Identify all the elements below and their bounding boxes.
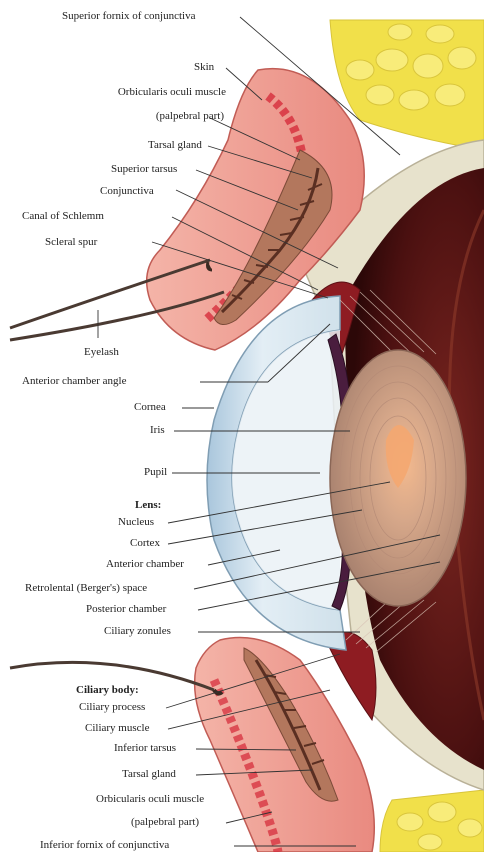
label-lens-heading: Lens: bbox=[135, 499, 161, 512]
label-orbicularis-top-line2: (palpebral part) bbox=[156, 110, 224, 123]
label-superior-fornix: Superior fornix of conjunctiva bbox=[62, 10, 196, 23]
label-tarsal-gland-bottom: Tarsal gland bbox=[122, 768, 176, 781]
label-conjunctiva: Conjunctiva bbox=[100, 185, 154, 198]
label-anterior-chamber-angle: Anterior chamber angle bbox=[22, 375, 126, 388]
label-pupil: Pupil bbox=[144, 466, 167, 479]
label-orbicularis-bottom-line1: Orbicularis oculi muscle bbox=[96, 793, 204, 806]
label-cornea: Cornea bbox=[134, 401, 166, 414]
label-anterior-chamber: Anterior chamber bbox=[106, 558, 184, 571]
label-inferior-fornix: Inferior fornix of conjunctiva bbox=[40, 839, 169, 852]
label-nucleus: Nucleus bbox=[118, 516, 154, 529]
label-ciliary-process: Ciliary process bbox=[79, 701, 145, 714]
label-superior-tarsus: Superior tarsus bbox=[111, 163, 177, 176]
label-skin: Skin bbox=[194, 61, 214, 74]
label-cortex: Cortex bbox=[130, 537, 160, 550]
label-orbicularis-bottom-line2: (palpebral part) bbox=[131, 816, 199, 829]
label-iris: Iris bbox=[150, 424, 165, 437]
label-eyelash: Eyelash bbox=[84, 346, 119, 359]
label-inferior-tarsus: Inferior tarsus bbox=[114, 742, 176, 755]
label-tarsal-gland-top: Tarsal gland bbox=[148, 139, 202, 152]
label-canal-of-schlemm: Canal of Schlemm bbox=[22, 210, 104, 223]
label-ciliary-muscle: Ciliary muscle bbox=[85, 722, 149, 735]
label-retrolental-space: Retrolental (Berger's) space bbox=[25, 582, 147, 595]
label-scleral-spur: Scleral spur bbox=[45, 236, 97, 249]
label-orbicularis-top-line1: Orbicularis oculi muscle bbox=[118, 86, 226, 99]
lens bbox=[330, 350, 466, 606]
label-posterior-chamber: Posterior chamber bbox=[86, 603, 166, 616]
label-ciliary-body-heading: Ciliary body: bbox=[76, 684, 139, 697]
label-ciliary-zonules: Ciliary zonules bbox=[104, 625, 171, 638]
